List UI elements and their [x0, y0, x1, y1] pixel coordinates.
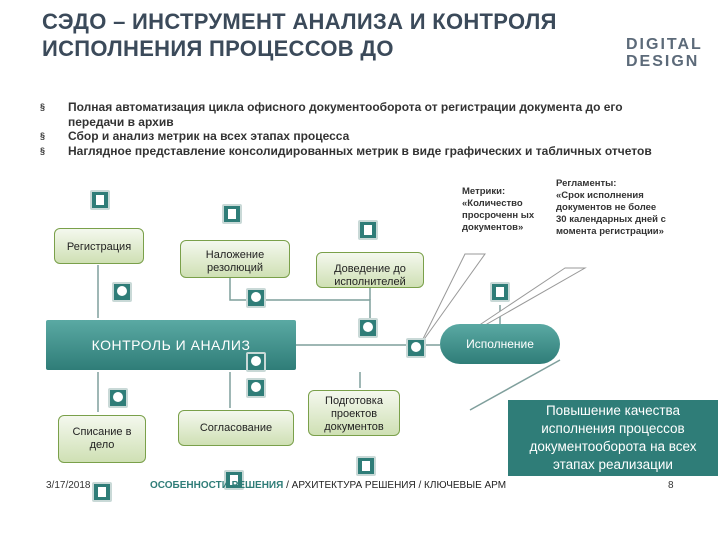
bullet-text: Полная автоматизация цикла офисного доку…: [68, 100, 623, 129]
node-registration: Регистрация: [54, 228, 144, 264]
metrics-body: «Количество просроченн ых документов»: [462, 198, 535, 233]
document-icon: [358, 220, 378, 240]
page-title: СЭДО – ИНСТРУМЕНТ АНАЛИЗА И КОНТРОЛЯ ИСП…: [42, 9, 557, 61]
document-icon: [90, 190, 110, 210]
footer-date: 3/17/2018: [46, 480, 91, 491]
clock-icon: [358, 318, 378, 338]
document-icon: [490, 282, 510, 302]
bullet-text: Сбор и анализ метрик на всех этапах проц…: [68, 129, 350, 143]
logo-line-2: DESIGN: [626, 53, 700, 70]
bullet-list: § Полная автоматизация цикла офисного док…: [40, 100, 680, 158]
metrics-heading: Метрики:: [462, 186, 506, 197]
footer-nav-rest[interactable]: / АРХИТЕКТУРА РЕШЕНИЯ / КЛЮЧЕВЫЕ АРМ: [283, 480, 507, 491]
logo-line-1: DIGITAL: [626, 36, 703, 53]
clock-icon: [406, 338, 426, 358]
footer-nav: ОСОБЕННОСТИ РЕШЕНИЯ / АРХИТЕКТУРА РЕШЕНИ…: [150, 480, 506, 491]
document-icon: [92, 482, 112, 502]
node-resolutions-label: Наложение резолюций: [205, 249, 265, 274]
clock-icon: [246, 288, 266, 308]
document-icon: [224, 470, 244, 490]
bullet-mark: §: [40, 131, 46, 141]
node-preparation: Подготовка проектов документов: [308, 390, 400, 436]
regulations-body: «Срок исполнения документов не более 30 …: [556, 190, 666, 237]
node-delivery: Доведение до исполнителей: [316, 252, 424, 288]
metrics-callout: Метрики: «Количество просроченн ых докум…: [462, 186, 552, 234]
node-writeoff: Списание в дело: [58, 415, 146, 463]
bullet-text: Наглядное представление консолидированны…: [68, 143, 652, 158]
node-writeoff-label: Списание в дело: [72, 426, 132, 451]
node-execution: Исполнение: [440, 324, 560, 364]
clock-icon: [246, 352, 266, 372]
clock-icon: [112, 282, 132, 302]
bullet-item: § Наглядное представление консолидированн…: [40, 144, 680, 159]
bullet-item: § Полная автоматизация цикла офисного док…: [40, 100, 680, 129]
regulations-heading: Регламенты:: [556, 178, 617, 189]
node-approval: Согласование: [178, 410, 294, 446]
node-preparation-label: Подготовка проектов документов: [324, 395, 384, 433]
bullet-item: § Сбор и анализ метрик на всех этапах про…: [40, 129, 680, 144]
node-registration-label: Регистрация: [66, 241, 132, 253]
node-resolutions: Наложение резолюций: [180, 240, 290, 278]
clock-icon: [246, 378, 266, 398]
regulations-callout: Регламенты: «Срок исполнения документов …: [556, 178, 666, 238]
page-number: 8: [668, 480, 674, 491]
benefit-highlight: Повышение качества исполнения процессов …: [508, 400, 718, 476]
company-logo: DIGITAL DESIGN: [626, 36, 703, 70]
bullet-mark: §: [40, 102, 46, 112]
node-delivery-label: Доведение до исполнителей: [334, 263, 406, 288]
footer-nav-active[interactable]: ОСОБЕННОСТИ РЕШЕНИЯ: [150, 480, 284, 491]
document-icon: [356, 456, 376, 476]
document-icon: [222, 204, 242, 224]
clock-icon: [108, 388, 128, 408]
bullet-mark: §: [40, 145, 46, 156]
node-approval-label: Согласование: [199, 422, 273, 434]
